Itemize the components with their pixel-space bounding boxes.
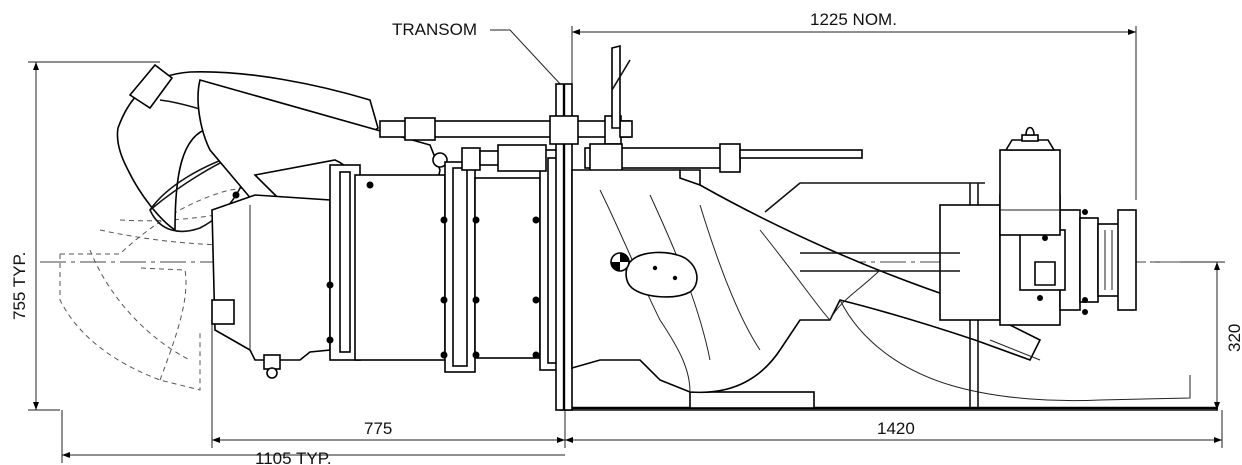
dimension-labels: TRANSOM 1225 NOM. 755 TYP. 1420 775 1105… [10, 10, 1242, 465]
dimension-forward-length: 1420 [877, 419, 915, 438]
drive-shaft [800, 252, 960, 272]
dimension-aft-length: 775 [364, 419, 392, 438]
dimension-height: 755 TYP. [10, 252, 29, 320]
base-plate [560, 391, 1218, 411]
nozzle-housing [211, 194, 331, 379]
dimension-overall-top: 1225 NOM. [810, 10, 897, 29]
dimension-shaft-height: 320 [1225, 324, 1242, 352]
oil-reservoir [999, 126, 1061, 236]
dimension-reverse-extension: 1105 TYP. [255, 449, 332, 465]
impeller-housing [232, 149, 566, 373]
steering-cylinder [379, 44, 863, 173]
thrust-bearing [939, 194, 1137, 326]
transom-label: TRANSOM [392, 20, 477, 39]
intake-duct [571, 169, 1191, 402]
inspection-hatch [610, 251, 698, 298]
